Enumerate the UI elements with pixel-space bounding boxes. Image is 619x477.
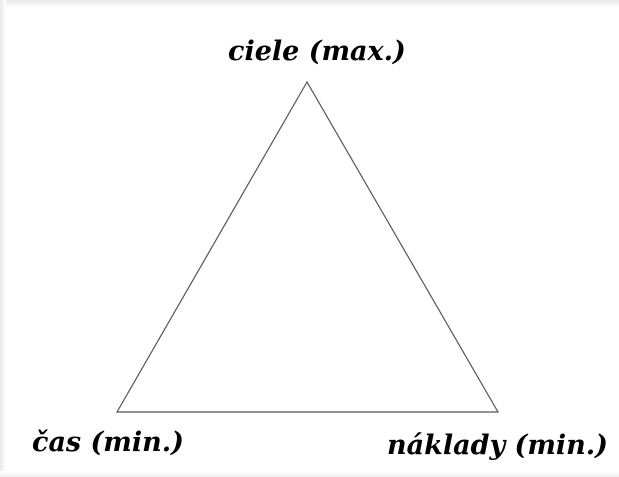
vertex-label-time: čas (min.) <box>32 427 184 458</box>
vertex-label-goals: ciele (max.) <box>228 36 406 67</box>
project-triangle <box>115 80 500 413</box>
vertex-label-costs: náklady (min.) <box>387 430 608 461</box>
frame-shadow-bottom <box>0 471 619 477</box>
frame-shadow-left <box>0 0 6 477</box>
frame-shadow-top <box>0 0 619 8</box>
